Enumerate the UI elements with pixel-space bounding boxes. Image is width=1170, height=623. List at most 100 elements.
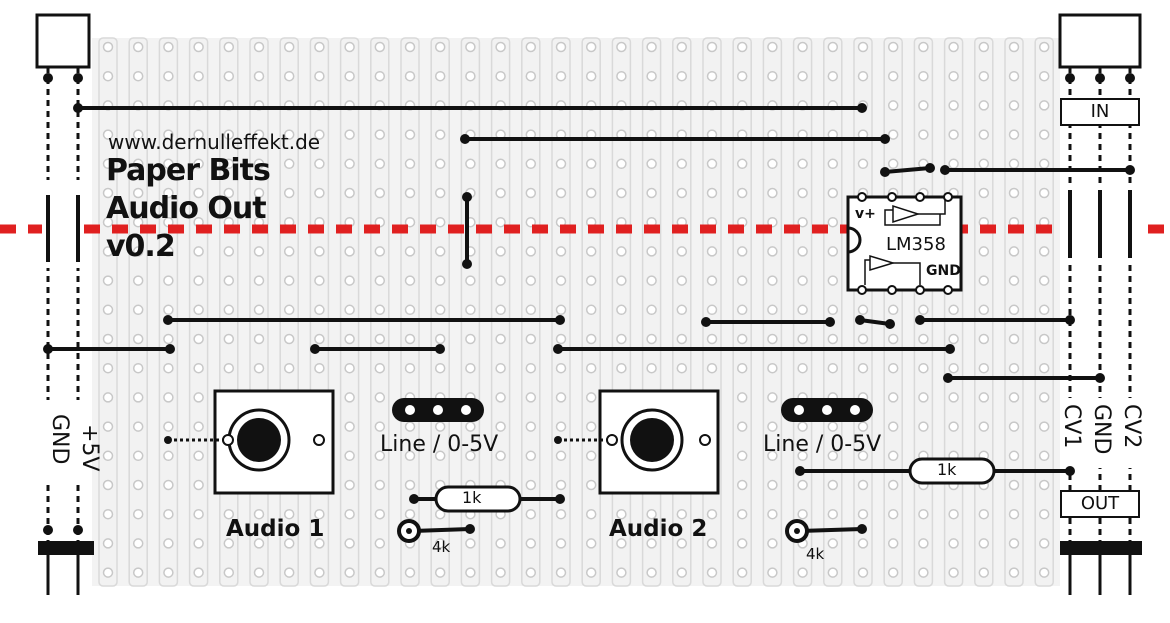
strip-hole <box>978 187 990 199</box>
strip-hole <box>918 100 929 111</box>
strip-hole <box>887 508 899 520</box>
strip-hole <box>978 158 990 170</box>
strip-hole <box>1038 538 1050 549</box>
strip-hole <box>344 362 355 374</box>
strip-hole <box>1008 100 1020 111</box>
strip-hole <box>283 333 295 345</box>
strip-hole <box>434 362 446 374</box>
strip-hole <box>374 362 386 374</box>
strip-hole <box>585 567 597 578</box>
strip-hole <box>706 362 718 374</box>
strip-hole <box>616 362 627 374</box>
strip-hole <box>887 333 899 345</box>
strip-hole <box>193 567 204 578</box>
strip-hole <box>676 158 688 170</box>
strip-hole <box>887 158 899 170</box>
strip-hole <box>465 70 476 82</box>
strip-hole <box>797 567 808 578</box>
strip-hole <box>736 392 748 403</box>
strip-hole <box>797 41 808 53</box>
strip-hole <box>344 70 355 82</box>
strip-hole <box>797 304 808 316</box>
strip-hole <box>404 333 416 345</box>
strip-hole <box>736 41 748 53</box>
strip-hole <box>344 479 355 491</box>
strip-hole <box>948 421 959 432</box>
strip-hole <box>374 508 386 520</box>
strip-hole <box>193 362 204 374</box>
strip-hole <box>948 508 959 520</box>
strip-hole <box>314 567 325 578</box>
strip-hole <box>706 304 718 316</box>
strip-hole <box>1008 450 1020 462</box>
strip-hole <box>918 70 929 82</box>
strip-hole <box>736 479 748 491</box>
strip-hole <box>616 508 627 520</box>
strip-hole <box>676 275 688 286</box>
strip-hole <box>797 450 808 462</box>
strip-hole <box>223 304 235 316</box>
strip-hole <box>1038 129 1050 140</box>
strip-hole <box>404 567 416 578</box>
strip-hole <box>163 362 174 374</box>
strip-hole <box>797 421 808 432</box>
strip-hole <box>495 392 506 403</box>
strip-hole <box>132 304 144 316</box>
strip-hole <box>918 538 929 549</box>
strip-hole <box>314 187 325 199</box>
strip-hole <box>555 567 567 578</box>
strip-hole <box>132 158 144 170</box>
strip-hole <box>102 129 114 140</box>
strip-hole <box>283 246 295 257</box>
strip-hole <box>163 246 174 257</box>
out-pin-gnd: GND <box>1089 404 1114 455</box>
strip-hole <box>404 246 416 257</box>
strip-hole <box>616 275 627 286</box>
strip-hole <box>736 246 748 257</box>
strip-hole <box>1008 246 1020 257</box>
strip-hole <box>404 421 416 432</box>
strip-hole <box>525 508 537 520</box>
strip-hole <box>978 70 990 82</box>
strip-hole <box>887 304 899 316</box>
strip-hole <box>978 362 990 374</box>
strip-hole <box>616 246 627 257</box>
strip-hole <box>857 41 869 53</box>
strip-hole <box>132 275 144 286</box>
strip-hole <box>404 508 416 520</box>
strip-hole <box>102 41 114 53</box>
strip-hole <box>797 187 808 199</box>
strip-hole <box>978 333 990 345</box>
strip-hole <box>948 158 959 170</box>
strip-hole <box>616 567 627 578</box>
strip-hole <box>525 216 537 228</box>
strip-hole <box>163 187 174 199</box>
jumper-1 <box>392 398 484 422</box>
strip-hole <box>495 216 506 228</box>
strip-hole <box>767 70 778 82</box>
strip-hole <box>585 362 597 374</box>
strip-hole <box>344 304 355 316</box>
strip-hole <box>404 275 416 286</box>
strip-hole <box>193 450 204 462</box>
strip-hole <box>374 187 386 199</box>
strip-hole <box>1008 508 1020 520</box>
strip-hole <box>193 538 204 549</box>
strip-hole <box>887 100 899 111</box>
strip-hole <box>102 275 114 286</box>
strip-hole <box>857 450 869 462</box>
strip-hole <box>555 538 567 549</box>
strip-hole <box>585 70 597 82</box>
strip-hole <box>102 508 114 520</box>
strip-hole <box>314 333 325 345</box>
strip-hole <box>978 246 990 257</box>
strip-hole <box>344 158 355 170</box>
strip-hole <box>223 362 235 374</box>
strip-hole <box>1008 567 1020 578</box>
strip-hole <box>283 70 295 82</box>
strip-hole <box>978 129 990 140</box>
strip-hole <box>193 333 204 345</box>
strip-hole <box>918 392 929 403</box>
strip-hole <box>1008 158 1020 170</box>
strip-hole <box>434 304 446 316</box>
